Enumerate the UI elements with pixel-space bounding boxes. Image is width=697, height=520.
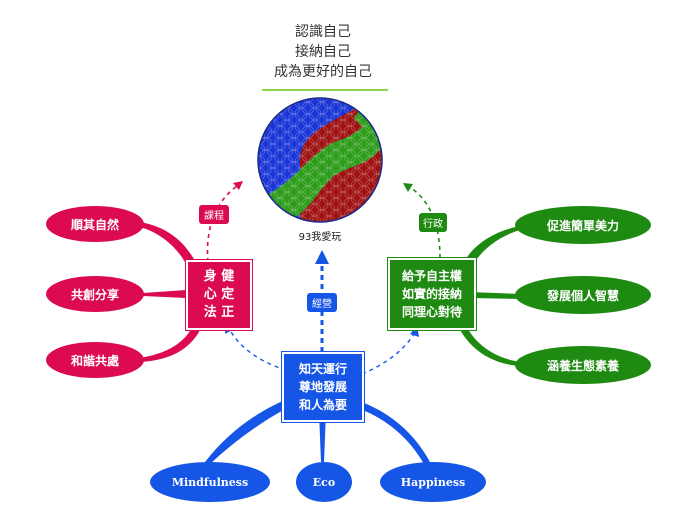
connector-right-2 <box>470 292 520 299</box>
left-box-line-3: 法 正 <box>203 305 235 320</box>
bottom-item-happiness[interactable]: Happiness <box>380 462 486 502</box>
arrow-left-to-center <box>206 183 241 263</box>
right-box-line-1: 給予自主權 <box>401 269 462 283</box>
arrow-bottom-right <box>361 333 415 375</box>
center-emblem-border <box>257 97 383 223</box>
right-box-line-3: 同理心對待 <box>401 305 462 319</box>
tag-left: 課程 <box>199 205 229 224</box>
left-item-3[interactable]: 和諧共處 <box>46 342 144 378</box>
center-caption: 93我愛玩 <box>298 232 342 243</box>
left-box-line-1: 身 健 <box>203 269 235 284</box>
bottom-box-line-2: 尊地發展 <box>298 380 347 394</box>
right-item-1[interactable]: 促進簡單美力 <box>515 206 651 244</box>
left-item-1[interactable]: 順其自然 <box>46 206 144 242</box>
connector-bottom-2 <box>319 412 326 462</box>
connector-left-2 <box>143 290 186 298</box>
arrow-bottom-left <box>229 329 287 371</box>
title-line-2: 接納自己 <box>295 44 351 60</box>
right-box-line-2: 如實的接納 <box>401 287 462 301</box>
title-block: 認識自己 接納自己 成為更好的自己 <box>248 22 398 82</box>
bottom-box-line-1: 知天運行 <box>298 362 347 376</box>
right-item-3[interactable]: 涵養生態素養 <box>515 346 651 384</box>
right-item-2[interactable]: 發展個人智慧 <box>515 276 651 314</box>
left-box-line-2: 心 定 <box>203 287 235 302</box>
right-main-box[interactable]: 給予自主權 如實的接納 同理心對待 <box>387 257 477 331</box>
title-line-3: 成為更好的自己 <box>274 64 372 80</box>
bottom-item-mindfulness[interactable]: Mindfulness <box>150 462 270 502</box>
connector-bottom-1 <box>205 398 296 464</box>
left-main-box[interactable]: 身 健 心 定 法 正 <box>185 259 253 331</box>
title-underline <box>262 89 388 91</box>
tag-right: 行政 <box>419 213 447 232</box>
arrowhead-right <box>403 183 413 192</box>
bottom-box-line-3: 和人為要 <box>298 398 347 412</box>
title-line-1: 認識自己 <box>295 24 351 40</box>
center-emblem <box>258 98 382 222</box>
arrow-right-to-center <box>407 185 441 259</box>
arrowhead-bottom <box>315 250 329 264</box>
tag-bottom: 經營 <box>307 293 337 312</box>
bottom-item-eco[interactable]: Eco <box>296 462 352 502</box>
connector-right-1 <box>462 226 520 270</box>
arrowhead-left <box>233 181 243 190</box>
left-item-2[interactable]: 共創分享 <box>46 276 144 312</box>
bottom-main-box[interactable]: 知天運行 尊地發展 和人為要 <box>281 351 365 423</box>
